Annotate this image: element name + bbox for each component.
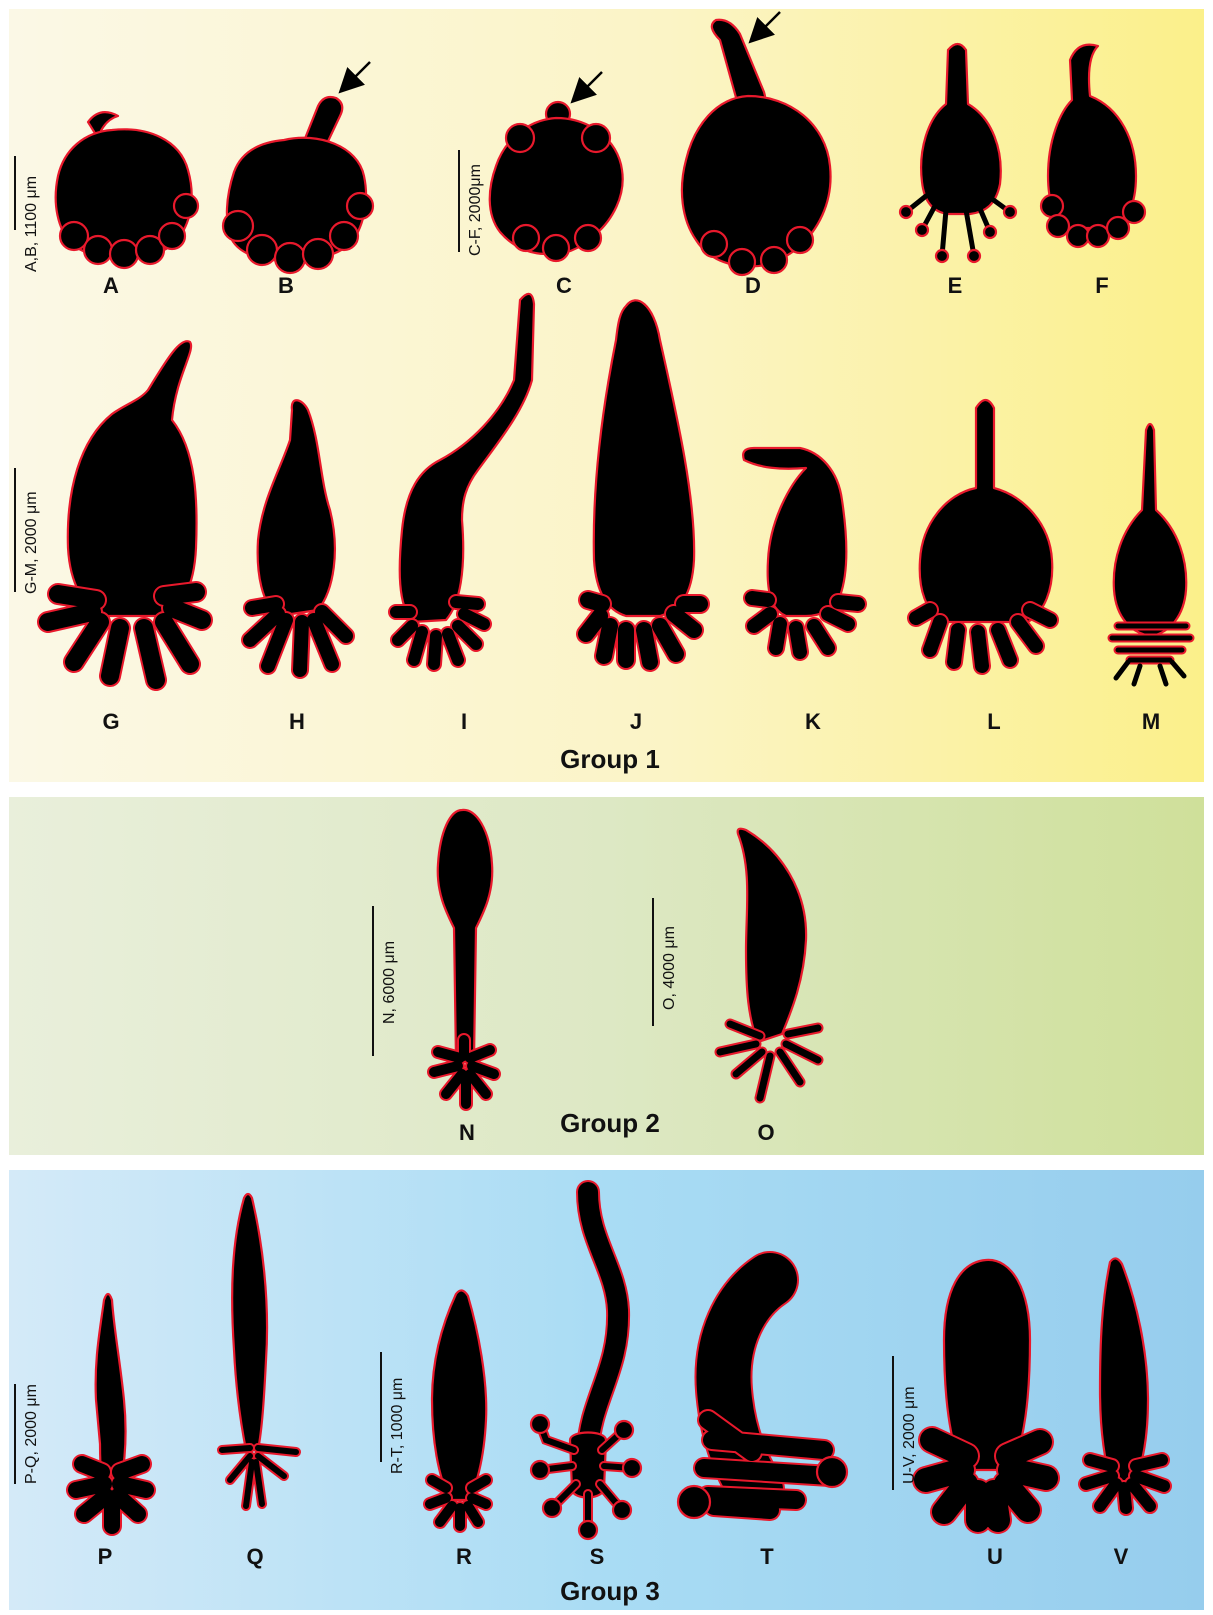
label-a: A: [91, 275, 131, 297]
arrow-b: [342, 62, 370, 90]
arrow-c: [574, 72, 602, 100]
specimen-k: [743, 448, 858, 652]
scale-bar-gm: [14, 468, 16, 592]
specimen-n: [434, 810, 494, 1104]
scale-label-rt: R-T, 1000 μm: [390, 1378, 406, 1474]
scale-label-uv: U-V, 2000 μm: [902, 1386, 918, 1484]
specimen-a: [56, 112, 198, 268]
scale-label-gm: G-M, 2000 μm: [24, 491, 40, 594]
scale-label-cf: C-F, 2000μm: [468, 164, 484, 256]
label-u: U: [975, 1546, 1015, 1568]
specimen-h: [250, 400, 346, 670]
scale-label-ab: A,B, 1100 μm: [24, 176, 40, 272]
label-v: V: [1101, 1546, 1141, 1568]
specimen-v: [1086, 1258, 1164, 1508]
label-q: Q: [235, 1546, 275, 1568]
specimen-p: [76, 1294, 146, 1526]
scale-bar-uv: [892, 1356, 894, 1490]
scale-label-o: O, 4000 μm: [662, 926, 678, 1010]
label-n: N: [447, 1122, 487, 1144]
label-e: E: [935, 275, 975, 297]
specimen-d: [682, 20, 831, 275]
specimen-s: [531, 1192, 641, 1539]
label-t: T: [747, 1546, 787, 1568]
scale-bar-n: [372, 906, 374, 1056]
scale-label-pq: P-Q, 2000 μm: [24, 1384, 40, 1484]
label-b: B: [266, 275, 306, 297]
label-p: P: [85, 1546, 125, 1568]
scale-bar-o: [652, 898, 654, 1026]
specimen-e: [900, 44, 1016, 262]
specimen-u: [926, 1260, 1046, 1520]
label-h: H: [277, 711, 317, 733]
group2-title: Group 2: [500, 1110, 720, 1136]
label-s: S: [577, 1546, 617, 1568]
group3-title: Group 3: [500, 1578, 720, 1604]
specimen-t: [678, 1280, 847, 1518]
label-d: D: [733, 275, 773, 297]
label-k: K: [793, 711, 833, 733]
specimen-l: [916, 400, 1052, 666]
label-j: J: [616, 711, 656, 733]
arrow-d: [752, 12, 780, 40]
label-i: I: [444, 711, 484, 733]
specimen-r: [430, 1290, 486, 1526]
group1-title: Group 1: [500, 746, 720, 772]
label-l: L: [974, 711, 1014, 733]
label-r: R: [444, 1546, 484, 1568]
specimen-q: [222, 1194, 296, 1506]
label-m: M: [1131, 711, 1171, 733]
specimen-m: [1112, 424, 1190, 684]
specimen-f: [1041, 45, 1145, 247]
scale-bar-ab: [14, 156, 16, 230]
specimen-g: [48, 341, 202, 680]
label-g: G: [91, 711, 131, 733]
specimen-i: [396, 294, 534, 664]
label-o: O: [746, 1122, 786, 1144]
specimen-o: [720, 829, 818, 1098]
specimen-j: [586, 300, 700, 662]
label-c: C: [544, 275, 584, 297]
specimen-b: [223, 97, 373, 273]
scale-bar-rt: [380, 1352, 382, 1462]
specimen-c: [490, 102, 623, 261]
scale-label-n: N, 6000 μm: [382, 941, 398, 1024]
scale-bar-cf: [458, 150, 460, 252]
label-f: F: [1082, 275, 1122, 297]
scale-bar-pq: [14, 1384, 16, 1484]
